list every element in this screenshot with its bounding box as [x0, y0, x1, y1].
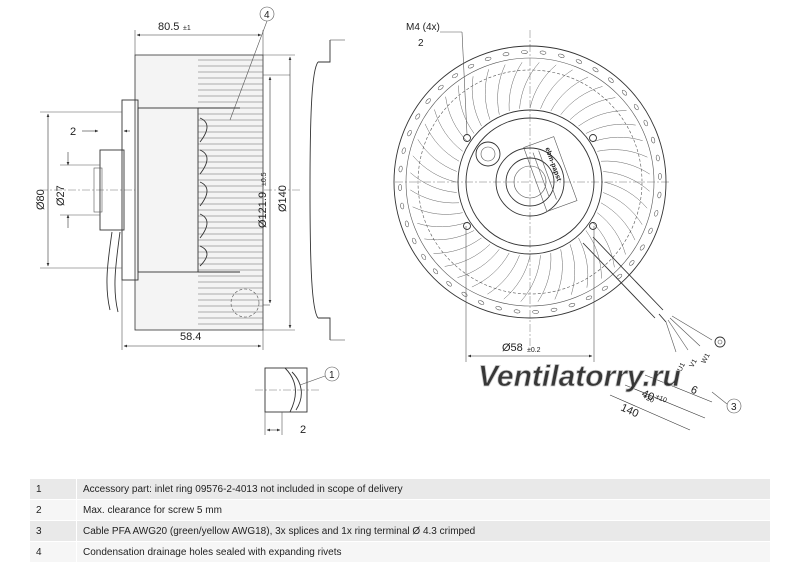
cable	[106, 231, 113, 311]
dim-dia-140: Ø140	[277, 185, 289, 212]
dim-dia-80: Ø80	[35, 189, 47, 210]
note-number: 4	[30, 541, 77, 563]
note-number: 3	[30, 520, 77, 542]
wire-label-w1: W1	[701, 352, 712, 365]
dim-inset-depth: 2	[300, 424, 306, 436]
dim-cable-140-tol: +20	[641, 393, 655, 404]
dim-cable-6: 6	[689, 384, 699, 397]
wire-label-v1: V1	[689, 358, 699, 369]
wire-label-u1: U1	[677, 362, 687, 373]
note-text: Max. clearance for screw 5 mm	[76, 499, 770, 521]
motor-housing	[137, 107, 199, 273]
inlet-ring-profile	[309, 61, 319, 319]
note-number: 1	[30, 479, 77, 500]
front-cable	[582, 242, 656, 319]
dim-width-overall: 80.5	[158, 21, 179, 33]
mounting-holes	[463, 134, 597, 230]
callout-3: 3	[731, 402, 737, 413]
dim-clearance: 2	[70, 126, 76, 138]
dim-cable-40-tol: ±10	[654, 393, 668, 404]
technical-drawing: 80.5 ±1 58.4 2 Ø80 Ø27 Ø121.9 ±0.5 Ø140	[35, 6, 742, 436]
note-text: Cable PFA AWG20 (green/yellow AWG18), 3x…	[76, 520, 770, 542]
dim-depth: 58.4	[180, 331, 201, 343]
table-row: 1 Accessory part: inlet ring 09576-2-401…	[30, 479, 770, 500]
thread-ref: 2	[418, 38, 424, 49]
dim-dia-121-tol: ±0.5	[261, 172, 268, 186]
callout-4: 4	[264, 10, 270, 21]
blade-windows	[198, 107, 240, 273]
dim-dia-27: Ø27	[55, 185, 67, 206]
table-row: 4 Condensation drainage holes sealed wit…	[30, 541, 770, 563]
dim-cable-40: 40	[640, 388, 656, 404]
front-view: ebm-papst M4 (4x) 2 Ø58 ±0.2	[393, 22, 726, 362]
table-row: 3 Cable PFA AWG20 (green/yellow AWG18), …	[30, 520, 770, 542]
dim-dia-58: Ø58	[502, 342, 523, 354]
dim-dia-121: Ø121.9	[257, 192, 269, 228]
hub-outer	[495, 147, 565, 217]
inset-detail: 2 1	[255, 366, 340, 436]
hub-inner	[505, 157, 555, 207]
watermark: Ventilatorry.ru	[478, 360, 681, 393]
hub-stub	[99, 149, 125, 231]
impeller-blades	[410, 62, 650, 302]
thread-callout: M4 (4x)	[406, 22, 440, 33]
rim-holes	[398, 50, 662, 314]
side-view	[40, 39, 345, 341]
dim-cable-140: 140	[619, 402, 641, 420]
note-number: 2	[30, 499, 77, 521]
motor-flange	[457, 109, 603, 255]
note-text: Condensation drainage holes sealed with …	[76, 541, 770, 563]
impeller-body	[134, 54, 264, 331]
table-row: 2 Max. clearance for screw 5 mm	[30, 499, 770, 521]
dim-width-tol: ±1	[183, 25, 191, 32]
side-dimensions: 80.5 ±1 58.4 2 Ø80 Ø27 Ø121.9 ±0.5 Ø140	[35, 6, 295, 350]
callout-1: 1	[329, 370, 335, 381]
outer-ring	[393, 45, 667, 319]
note-text: Accessory part: inlet ring 09576-2-4013 …	[76, 479, 770, 500]
notes-table: 1 Accessory part: inlet ring 09576-2-401…	[30, 479, 770, 563]
dim-dia-58-tol: ±0.2	[527, 347, 541, 354]
